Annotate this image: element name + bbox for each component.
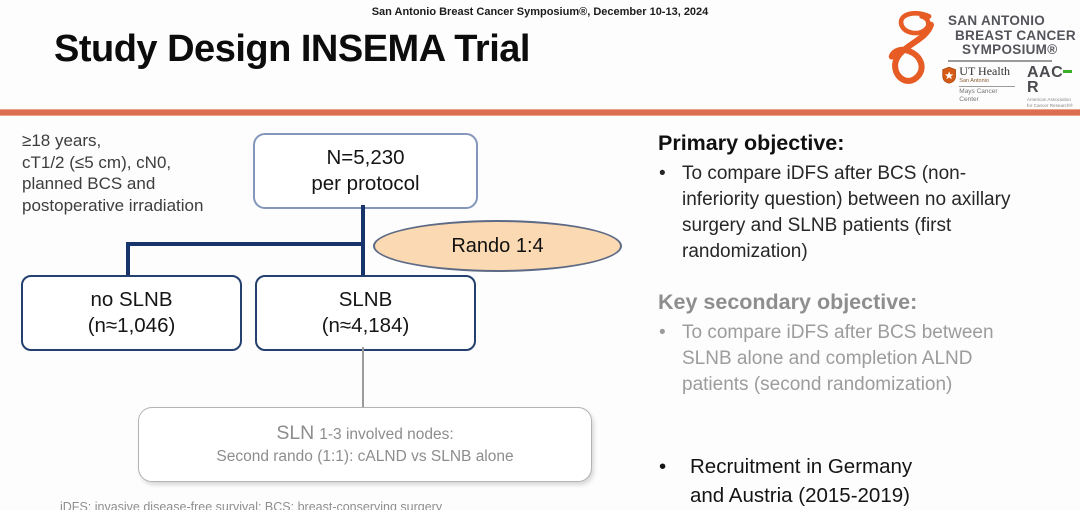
bullet-icon: •: [659, 455, 667, 478]
randomization-ellipse: Rando 1:4: [373, 220, 622, 272]
secondary-objective-bullet: • To compare iDFS after BCS between SLNB…: [659, 320, 1069, 398]
logo-name-line2: BREAST CANCER: [955, 27, 1076, 43]
accent-divider: [0, 110, 1080, 115]
recruitment-text: Recruitment in Germany and Austria (2015…: [690, 455, 913, 507]
secondary-objective-text: To compare iDFS after BCS between SLNB a…: [682, 322, 994, 395]
eligibility-criteria-text: ≥18 years, cT1/2 (≤5 cm), cN0, planned B…: [22, 131, 204, 215]
ut-health-rule: [959, 86, 1016, 87]
sabcs-ribbon-icon: [888, 11, 934, 84]
aacr-letter-r: R: [1027, 79, 1040, 96]
connector-vertical-left: [126, 242, 130, 277]
primary-objective-text: To compare iDFS after BCS (non- inferior…: [682, 163, 1011, 262]
no-slnb-box: no SLNB (n≈1,046): [21, 275, 242, 351]
footnote-abbreviations: iDFS: invasive disease-free survival; BC…: [60, 500, 443, 510]
slnb-box: SLNB (n≈4,184): [255, 275, 476, 351]
recruitment-bullet: • Recruitment in Germany and Austria (20…: [659, 453, 1069, 510]
second-rando-line1-rest: 1-3 involved nodes:: [319, 425, 454, 443]
partner-logos: UT Health San Antonio Mays Cancer Center…: [942, 65, 1078, 108]
bullet-icon: •: [659, 322, 666, 343]
logo-name-line3: SYMPOSIUM®: [962, 42, 1058, 57]
primary-objective-bullet: • To compare iDFS after BCS (non- inferi…: [659, 161, 1069, 265]
n-per-protocol-box: N=5,230 per protocol: [253, 133, 478, 209]
connector-vertical-center: [361, 205, 365, 277]
aacr-logo: AACR American Association for Cancer Res…: [1027, 65, 1078, 108]
ut-health-text: UT Health San Antonio Mays Cancer Center: [959, 65, 1016, 108]
connector-vertical-gray: [362, 347, 364, 408]
aacr-letters: AAC: [1027, 64, 1064, 81]
logo-name-line1: SAN ANTONIO: [948, 13, 1046, 28]
ut-health-sub1: San Antonio: [959, 78, 989, 84]
aacr-sub1: American Association: [1027, 97, 1071, 102]
ut-health-name: UT Health: [959, 64, 1011, 78]
ut-health-sub2: Mays Cancer Center: [959, 88, 998, 103]
aacr-sub2: for Cancer Research®: [1027, 102, 1073, 108]
second-rando-lead: SLN: [276, 421, 315, 444]
page-title: Study Design INSEMA Trial: [54, 28, 530, 70]
bullet-icon: •: [659, 163, 666, 184]
aacr-wordmark: AACR: [1027, 64, 1078, 96]
conference-header: San Antonio Breast Cancer Symposium®, De…: [371, 6, 709, 18]
secondary-objective-heading: Key secondary objective:: [658, 290, 918, 314]
ut-health-shield-icon: [942, 66, 956, 84]
logo-divider: [948, 60, 1052, 62]
connector-horizontal: [126, 242, 365, 246]
aacr-green-bar-icon: [1063, 69, 1073, 73]
ut-health-logo: UT Health San Antonio Mays Cancer Center: [942, 65, 1016, 108]
sabcs-logo: SAN ANTONIO BREAST CANCER SYMPOSIUM® UT …: [886, 6, 1078, 108]
primary-objective-heading: Primary objective:: [658, 131, 845, 155]
second-rando-line2: Second rando (1:1): cALND vs SLNB alone: [216, 447, 514, 465]
sabcs-wordmark: SAN ANTONIO BREAST CANCER SYMPOSIUM®: [948, 13, 1076, 58]
